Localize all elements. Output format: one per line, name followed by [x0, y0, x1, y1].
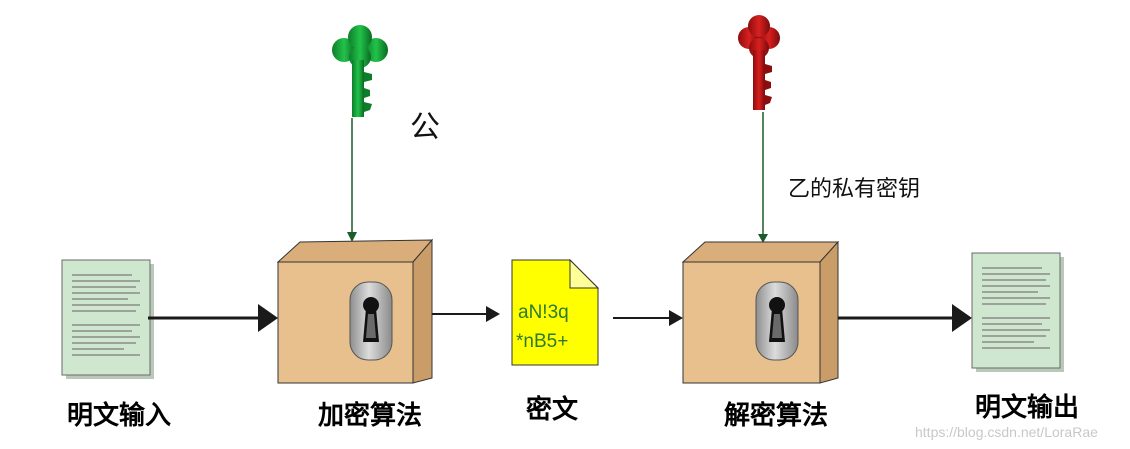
public-key-icon	[332, 25, 388, 117]
private-key-connector	[758, 112, 768, 243]
decryption-algorithm-box-icon	[681, 240, 840, 384]
public-key-connector	[347, 118, 357, 242]
plaintext-input-label: 明文输入	[67, 400, 171, 431]
private-key-label: 乙的私有密钥	[788, 177, 920, 202]
ciphertext-line-1: aN!3q	[518, 302, 569, 323]
arrow-input-to-encrypt	[148, 304, 278, 332]
encryption-algorithm-box-icon	[276, 238, 434, 384]
arrow-decrypt-to-output	[838, 304, 972, 332]
encryption-algorithm-label: 加密算法	[318, 400, 422, 431]
plaintext-input-document-icon	[61, 259, 154, 379]
decrypt-keyhole-icon	[755, 281, 799, 361]
plaintext-output-document-icon	[971, 252, 1064, 372]
ciphertext-line-2: *nB5+	[516, 331, 568, 352]
private-key-icon	[738, 15, 780, 110]
watermark: https://blog.csdn.net/LoraRae	[915, 424, 1098, 440]
encrypt-keyhole-icon	[349, 281, 393, 361]
public-key-label: 公	[410, 110, 440, 145]
arrow-cipher-to-decrypt	[613, 310, 683, 326]
plaintext-output-label: 明文输出	[975, 392, 1079, 423]
decryption-algorithm-label: 解密算法	[724, 400, 828, 431]
ciphertext-label: 密文	[526, 394, 579, 425]
arrow-encrypt-to-cipher	[432, 306, 500, 322]
ciphertext-document-icon: aN!3q *nB5+	[511, 258, 600, 366]
